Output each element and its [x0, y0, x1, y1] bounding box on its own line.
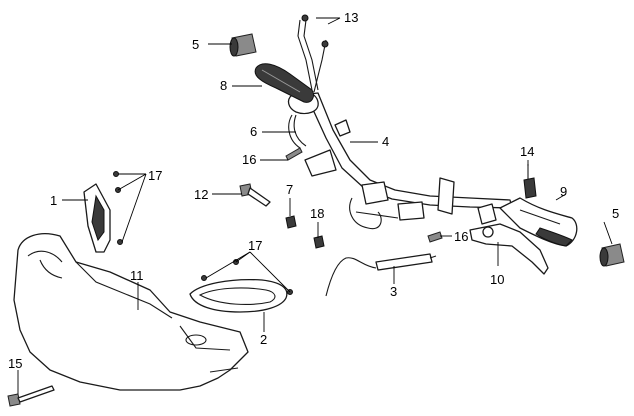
- callout-12: 12: [194, 187, 208, 202]
- callout-13: 13: [344, 10, 358, 25]
- part-mirror-rod: [297, 14, 329, 93]
- callout-10: 10: [490, 272, 504, 287]
- part-throttle-cable: [325, 253, 437, 297]
- callout-1: 1: [50, 193, 57, 208]
- part-brake-lever: [469, 223, 549, 275]
- callout-8: 8: [220, 78, 227, 93]
- part-grip-right: [499, 197, 578, 247]
- part-bolt-right: [427, 231, 443, 243]
- callout-2: 2: [260, 332, 267, 347]
- part-handlebar: [299, 92, 513, 230]
- callout-17-bottom: 17: [248, 238, 262, 253]
- part-bolt-left: [285, 147, 303, 161]
- callout-7: 7: [286, 182, 293, 197]
- callout-16-right: 16: [454, 229, 468, 244]
- callout-16-left: 16: [242, 152, 256, 167]
- part-front-cover: [13, 233, 249, 391]
- part-screw-12: [239, 183, 271, 207]
- callout-9: 9: [560, 184, 567, 199]
- part-switch: [523, 164, 537, 199]
- callout-4: 4: [382, 134, 389, 149]
- callout-3: 3: [390, 284, 397, 299]
- callout-14: 14: [520, 144, 534, 159]
- leader-lines: [17, 17, 613, 394]
- callout-18: 18: [310, 206, 324, 221]
- callout-11: 11: [130, 268, 144, 283]
- part-nut-7: [285, 215, 297, 229]
- part-lamp-cover-left: [83, 183, 111, 253]
- callout-6: 6: [250, 124, 257, 139]
- callout-labels: 5 13 8 6 4 16 14 17 1 12 7 9 5 18 16 17 …: [8, 10, 619, 371]
- part-bar-end-weight-left: [229, 33, 257, 57]
- part-grip-left: [254, 63, 315, 103]
- callout-5-left: 5: [192, 37, 199, 52]
- callout-5-right: 5: [612, 206, 619, 221]
- part-screw-15: [7, 385, 55, 407]
- part-nut-18: [313, 235, 325, 249]
- part-turn-lamp-lens: [189, 278, 288, 313]
- part-bar-end-weight-right: [599, 243, 625, 267]
- callout-17-top: 17: [148, 168, 162, 183]
- callout-15: 15: [8, 356, 22, 371]
